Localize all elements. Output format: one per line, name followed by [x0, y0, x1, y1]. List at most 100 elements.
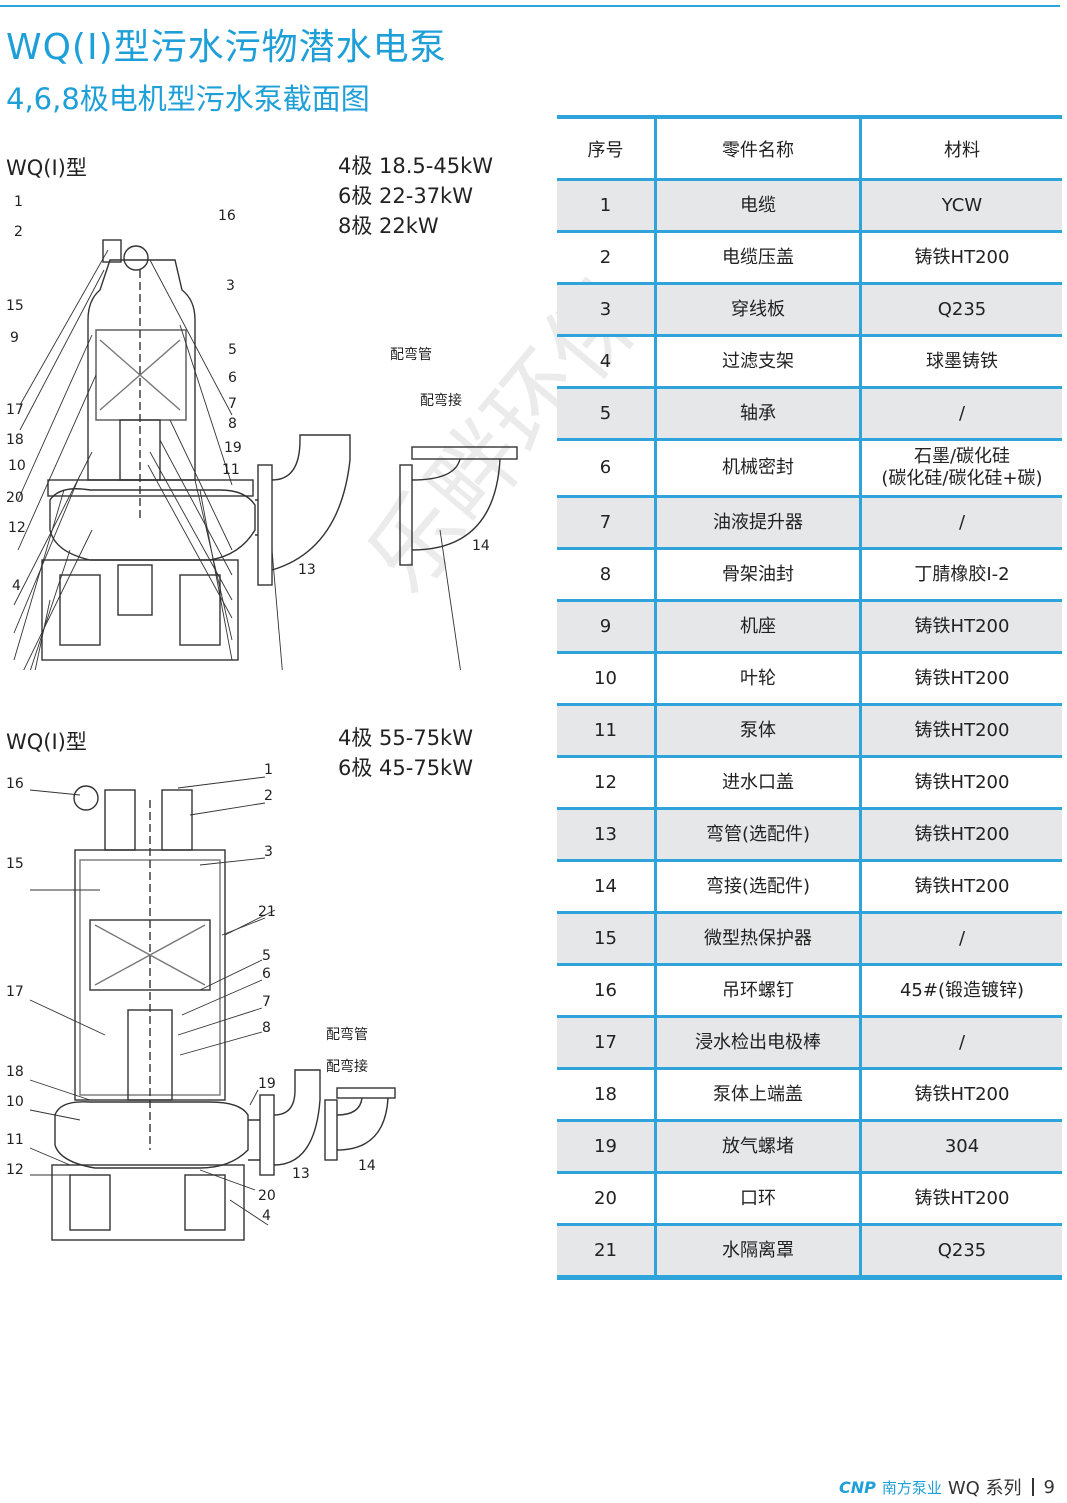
cell-material: 铸铁HT200: [859, 231, 1062, 285]
series-label: WQ 系列: [947, 1478, 1022, 1499]
label-elbow-pipe: 配弯管: [326, 1027, 368, 1043]
cell-material: 铸铁HT200: [859, 652, 1062, 706]
elbow-pipe: [273, 1069, 321, 1166]
leader: [29, 789, 81, 796]
leader: [177, 776, 266, 789]
cell-part-name: 浸水检出电极棒: [654, 1016, 861, 1070]
cell-no: 10: [557, 652, 656, 706]
table-header-row: 序号 零件名称 材料: [557, 115, 1062, 181]
cell-no: 8: [557, 548, 656, 602]
elbow-joint-body: [336, 1097, 389, 1151]
cell-no: 6: [557, 439, 656, 498]
callout: 11: [6, 1132, 24, 1148]
callout: 17: [6, 402, 24, 418]
motor-housing: [87, 259, 196, 481]
leader: [29, 1079, 91, 1101]
page-number: 9: [1043, 1476, 1055, 1498]
leader: [23, 529, 93, 670]
elbow-joint-flange: [399, 464, 413, 566]
leader: [17, 334, 93, 501]
cell-part-name: 口环: [654, 1172, 861, 1226]
cell-no: 19: [557, 1120, 656, 1174]
callout: 2: [14, 224, 23, 240]
elbow-joint-top-flange: [411, 446, 518, 460]
leader: [19, 269, 105, 431]
callout: 13: [292, 1166, 310, 1182]
leader: [149, 259, 233, 416]
diagram1-power: 4极 18.5-45kW 6极 22-37kW 8极 22kW: [338, 151, 493, 241]
diagram2-power: 4极 55-75kW 6极 45-75kW: [338, 723, 473, 783]
leader: [29, 1109, 81, 1121]
cell-no: 11: [557, 704, 656, 758]
leader: [169, 419, 233, 551]
leader: [149, 451, 233, 601]
diagram1-model: WQ(Ⅰ)型: [6, 156, 87, 180]
callout: 12: [6, 1162, 24, 1178]
cell-material: Q235: [859, 283, 1062, 337]
cable-gland: [161, 789, 193, 851]
lifting-eye: [73, 785, 99, 811]
elbow-joint-body: [411, 458, 501, 551]
callout: 4: [262, 1208, 271, 1224]
callout: 4: [12, 578, 21, 594]
callout: 1: [14, 194, 23, 210]
leader: [249, 1089, 259, 1106]
cell-part-name: 机座: [654, 600, 861, 654]
callout: 11: [222, 462, 240, 478]
leader: [439, 529, 461, 670]
cell-part-name: 泵体上端盖: [654, 1068, 861, 1122]
stand-window: [184, 1174, 226, 1231]
col-header-material: 材料: [859, 115, 1062, 181]
cell-material: 铸铁HT200: [859, 808, 1062, 862]
leader: [229, 1199, 269, 1226]
power-line: 6极 45-75kW: [338, 756, 473, 780]
seal-housing: [127, 1009, 173, 1101]
page-footer: CNP 南方泵业 WQ 系列 9: [839, 1474, 1055, 1500]
callout: 21: [258, 904, 276, 920]
power-line: 4极 18.5-45kW: [338, 154, 494, 178]
cell-material: 球墨铸铁: [859, 335, 1062, 389]
callout: 18: [6, 432, 24, 448]
cell-material: 石墨/碳化硅 (碳化硅/碳化硅+碳): [859, 439, 1062, 498]
cell-material: /: [859, 912, 1062, 966]
flange: [259, 1094, 275, 1176]
cell-material: 丁腈橡胶I-2: [859, 548, 1062, 602]
lifting-eye: [123, 245, 149, 271]
callout: 3: [226, 278, 235, 294]
leader: [189, 802, 266, 816]
power-line: 4极 55-75kW: [338, 726, 473, 750]
cell-part-name: 轴承: [654, 387, 861, 441]
label-elbow-pipe: 配弯管: [390, 347, 432, 363]
cell-material: /: [859, 387, 1062, 441]
callout: 3: [264, 844, 273, 860]
leader: [221, 917, 266, 936]
stand-window: [179, 574, 221, 646]
cell-part-name: 微型热保护器: [654, 912, 861, 966]
rotor-hatch: [99, 339, 181, 411]
cell-no: 4: [557, 335, 656, 389]
callout: 19: [258, 1076, 276, 1092]
callout: 20: [6, 490, 24, 506]
leader: [17, 374, 97, 551]
callout: 13: [298, 562, 316, 578]
cable-gland: [102, 239, 122, 263]
cell-part-name: 进水口盖: [654, 756, 861, 810]
cell-part-name: 水隔离罩: [654, 1224, 861, 1280]
callout: 10: [6, 1094, 24, 1110]
leader: [199, 1169, 256, 1191]
callout: 20: [258, 1188, 276, 1204]
cell-part-name: 弯接(选配件): [654, 860, 861, 914]
cell-material: YCW: [859, 179, 1062, 233]
col-header-no: 序号: [557, 115, 656, 181]
cell-material: Q235: [859, 1224, 1062, 1280]
